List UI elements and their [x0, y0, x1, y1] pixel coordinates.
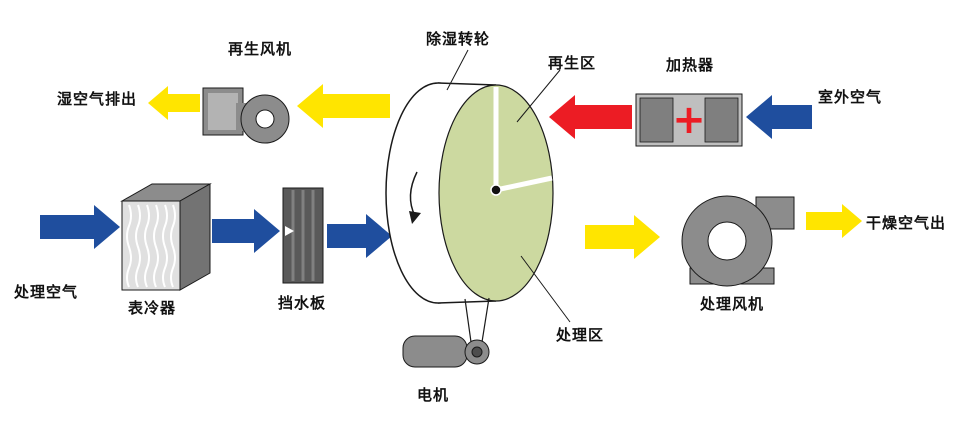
motor-icon	[402, 297, 490, 368]
label-process-zone: 处理区	[556, 327, 605, 344]
label-motor: 电机	[417, 387, 450, 404]
arrow-baffle-to-wheel	[327, 214, 392, 258]
label-wet-air-out: 湿空气排出	[57, 91, 138, 108]
arrow-wheel-to-regen-fan	[297, 84, 390, 128]
label-process-fan: 处理风机	[700, 296, 765, 313]
label-heater: 加热器	[666, 57, 715, 74]
label-process-air: 处理空气	[14, 284, 79, 301]
wheel-hub	[490, 184, 502, 196]
label-cooler: 表冷器	[128, 300, 177, 317]
arrow-wheel-to-process-fan	[585, 215, 660, 259]
label-wheel: 除湿转轮	[426, 31, 491, 48]
arrow-heater-to-wheel	[549, 95, 632, 139]
arrow-dry-air-out	[806, 204, 862, 238]
label-outdoor-air: 室外空气	[818, 89, 883, 106]
heater-plus-symbol: +	[672, 97, 706, 143]
arrow-cooler-to-baffle	[212, 209, 280, 253]
water-baffle-icon	[282, 187, 324, 284]
arrow-outdoor-air-to-heater	[746, 95, 812, 139]
leader-wheel-label	[446, 49, 469, 91]
regeneration-fan-icon	[202, 87, 290, 144]
leader-regen-zone	[516, 69, 561, 123]
arrow-wet-air-exhaust	[148, 86, 200, 120]
label-regen-fan: 再生风机	[228, 41, 293, 58]
process-fan-icon	[681, 195, 795, 287]
label-baffle: 挡水板	[278, 295, 327, 312]
leader-process-zone	[520, 255, 571, 323]
desiccant-wheel-icon	[385, 82, 554, 304]
surface-cooler-icon	[120, 183, 212, 291]
leader-lines	[446, 49, 571, 323]
arrow-process-air-in	[40, 205, 120, 249]
label-dry-air-out: 干燥空气出	[866, 215, 947, 232]
heater-icon: +	[635, 93, 743, 147]
label-regen-zone: 再生区	[548, 55, 597, 72]
